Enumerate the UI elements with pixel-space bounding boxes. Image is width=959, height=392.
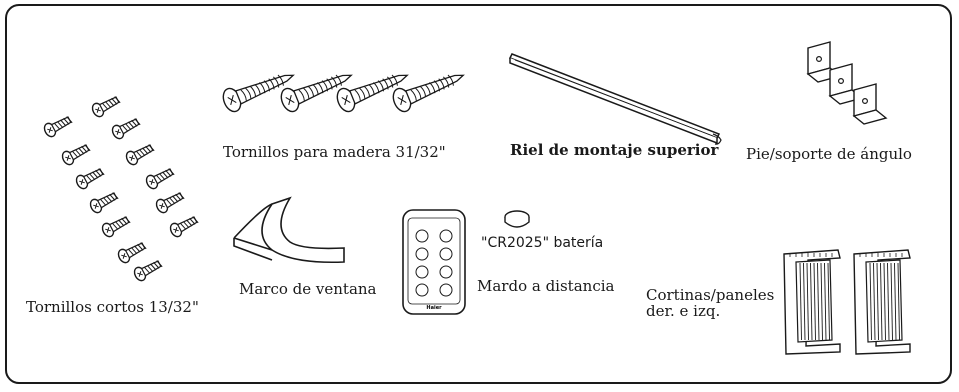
battery-label: "CR2025" batería <box>481 235 604 251</box>
short-screws-illustration <box>28 88 208 288</box>
short-screw <box>42 113 73 139</box>
short-screw <box>110 115 141 141</box>
remote-control-label: Mardo a distancia <box>477 277 615 295</box>
window-frame-illustration <box>232 198 352 266</box>
remote-button <box>416 284 428 296</box>
top-rail-label: Riel de montaje superior <box>510 141 719 159</box>
remote-brand-text: Haier <box>426 305 442 311</box>
remote-button <box>440 230 452 242</box>
short-screw <box>60 141 91 167</box>
remote-button <box>416 248 428 260</box>
wood-screws-label: Tornillos para madera 31/32" <box>223 143 446 161</box>
short-screw <box>154 189 185 215</box>
wood-screw <box>390 64 468 114</box>
parts-diagram-frame <box>5 4 952 384</box>
angle-bracket-illustration <box>800 42 930 142</box>
curtain-panels-label-line2: der. e izq. <box>646 302 721 320</box>
curtain-panels-illustration <box>778 248 943 353</box>
angle-bracket <box>854 84 886 124</box>
remote-button <box>440 248 452 260</box>
short-screw <box>100 213 131 239</box>
window-frame-label: Marco de ventana <box>239 280 377 298</box>
short-screw <box>88 189 119 215</box>
battery-illustration <box>502 208 532 230</box>
short-screw <box>124 141 155 167</box>
short-screws-label: Tornillos cortos 13/32" <box>26 298 199 316</box>
remote-button <box>416 230 428 242</box>
remote-button <box>440 284 452 296</box>
wood-screws-illustration <box>218 44 488 126</box>
angle-bracket-label: Pie/soporte de ángulo <box>746 145 912 163</box>
left-curtain-panel <box>784 250 840 354</box>
short-screw <box>116 239 147 265</box>
short-screw <box>168 213 199 239</box>
short-screw <box>144 165 175 191</box>
wood-screw <box>278 64 356 114</box>
short-screw <box>90 93 121 119</box>
wood-screw <box>220 64 298 114</box>
wood-screw <box>334 64 412 114</box>
right-curtain-panel <box>854 250 910 354</box>
top-rail-illustration <box>505 50 725 150</box>
angle-bracket <box>830 64 862 104</box>
curtain-panels-label-line1: Cortinas/paneles <box>646 286 775 304</box>
remote-button <box>440 266 452 278</box>
short-screw <box>74 165 105 191</box>
short-screw <box>132 257 163 283</box>
remote-control-illustration: Haier <box>400 208 468 318</box>
remote-button <box>416 266 428 278</box>
